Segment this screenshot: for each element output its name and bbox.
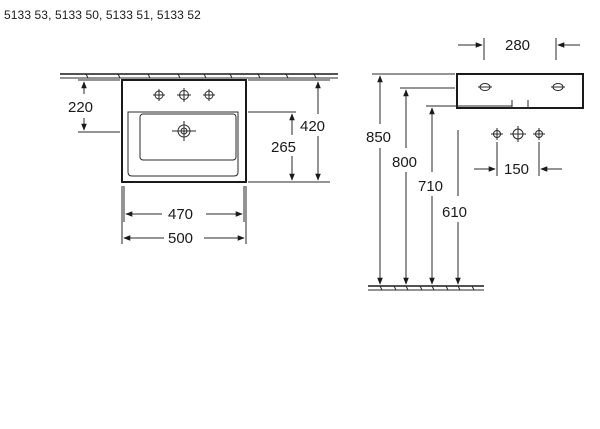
dim-800: 800 [392,87,455,285]
bowl-inner-outline [139,113,237,161]
side-view: 280 850 800 710 610 [366,37,584,291]
dim-label-610: 610 [442,204,467,221]
dim-label-850: 850 [366,129,391,146]
floor-hatch-icon [368,285,484,291]
front-view: 220 420 265 470 [60,73,338,247]
tap-hole-icon [533,128,545,140]
dim-710: 710 [418,105,512,285]
dim-label-800: 800 [392,154,417,171]
dim-label-710: 710 [418,178,443,195]
dim-label-280: 280 [505,37,530,54]
tap-hole-icon [491,128,503,140]
tap-hole-icon [177,88,191,102]
tap-hole-icon [203,89,215,101]
basin-side-outline [456,73,584,109]
dim-150: 150 [474,142,562,178]
drain-icon [172,121,196,141]
dim-280: 280 [458,37,580,60]
dim-label-470: 470 [168,206,193,223]
dim-610: 610 [442,130,467,285]
dim-label-220: 220 [68,99,93,116]
tap-hole-icon [153,89,165,101]
basin-outline [121,79,247,183]
dim-850: 850 [366,73,455,285]
dim-220: 220 [68,79,120,133]
dim-420: 420 [248,79,330,183]
dim-470: 470 [123,186,245,223]
side-drain-stub [510,100,530,109]
tap-hole-icon [510,126,526,142]
product-codes: 5133 53, 5133 50, 5133 51, 5133 52 [4,8,201,22]
dim-265: 265 [248,111,296,181]
dim-label-420: 420 [300,118,325,135]
bowl-outline [127,111,239,177]
dim-label-150: 150 [504,161,529,178]
dim-label-500: 500 [168,230,193,247]
dim-label-265: 265 [271,139,296,156]
dim-500: 500 [121,186,247,247]
side-tap-holes [478,83,565,91]
wall-line [60,73,338,79]
